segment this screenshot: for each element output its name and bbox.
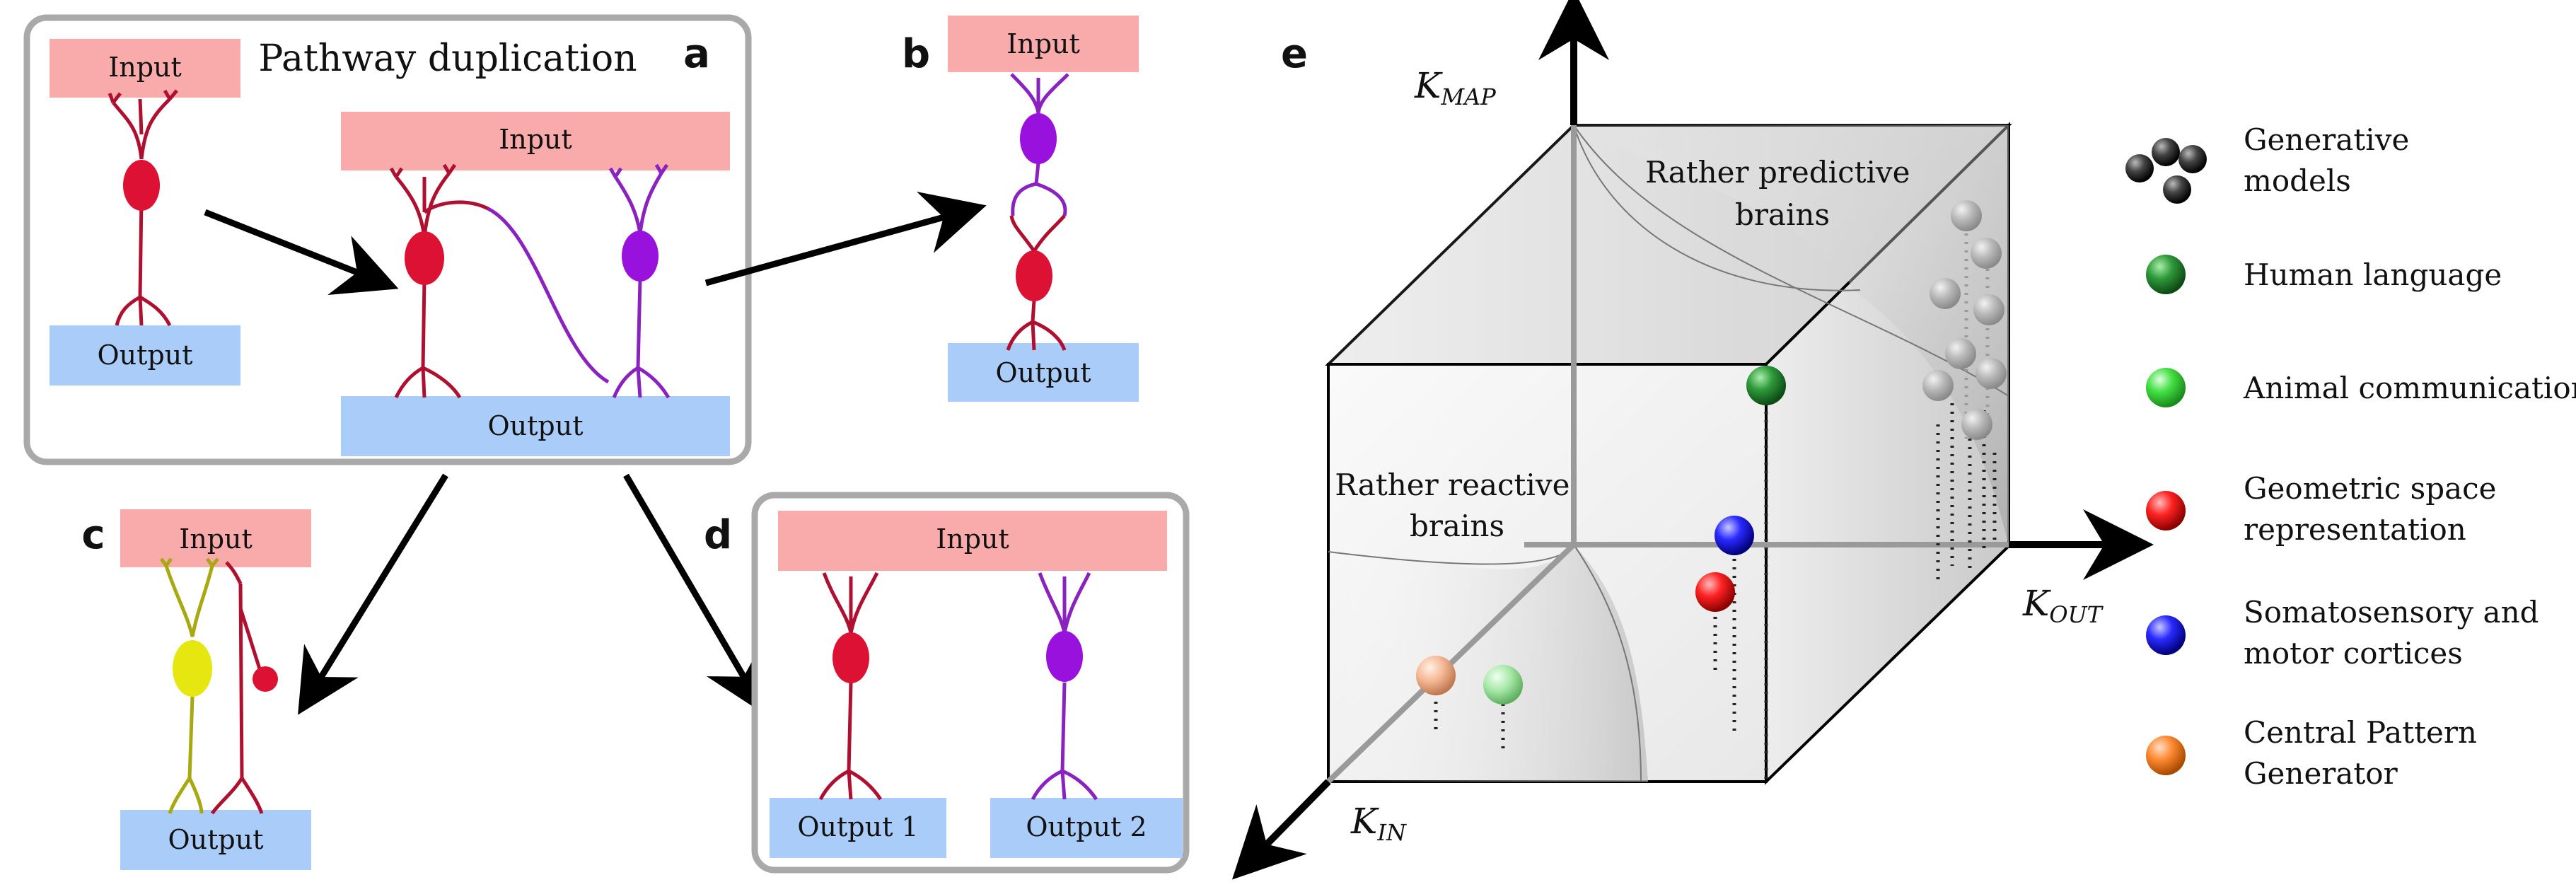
input-label: Input (179, 523, 253, 555)
neuron-purple-icon (1031, 572, 1098, 801)
axis-map-label: KMAP (1414, 65, 1496, 110)
neuron-red-icon (389, 163, 489, 399)
neuron-red-icon (123, 160, 160, 211)
neuron-red-icon (253, 666, 278, 692)
animal-communication-sphere (1483, 665, 1523, 705)
input-box (948, 16, 1139, 72)
panel-d: d Input Output 1 Output 2 (704, 492, 1190, 874)
predictive-region (1574, 125, 2009, 546)
panel-d-letter: d (704, 512, 732, 558)
reactive-region (1328, 545, 1648, 782)
panel-a: Pathway duplication a Input Output Input… (23, 14, 752, 465)
output-box (120, 810, 311, 870)
axis-in-arrow-icon (1231, 779, 1331, 880)
legend-item-somatosensory: Somatosensory and motor cortices (2146, 595, 2548, 671)
axis-in-label: KIN (1350, 801, 1407, 846)
input-label: Input (108, 52, 182, 83)
legend: Generative models Human language Animal … (2125, 122, 2576, 791)
neuron-red-icon (1016, 250, 1052, 301)
neuron-red-icon (405, 231, 444, 285)
output-box (990, 798, 1183, 858)
legend-label: Animal communication (2243, 371, 2576, 405)
sphere-cluster-icon (2163, 175, 2191, 204)
panel-e: e KMAP KOUT KIN Rather predictive brains… (1231, 0, 2154, 880)
central-pattern-sphere (1416, 656, 1456, 695)
input-box (341, 112, 730, 170)
neuron-purple-icon (1020, 113, 1057, 164)
input-box (120, 509, 311, 567)
sphere-icon (2146, 368, 2186, 407)
legend-item-generative: Generative models (2125, 122, 2419, 204)
panel-c-letter: c (81, 512, 105, 558)
input-label: Input (936, 523, 1009, 555)
panel-b-letter: b (902, 31, 930, 77)
output-label: Output (996, 357, 1091, 388)
panel-b: b Input Output (902, 16, 1139, 402)
neuron-purple-icon (487, 163, 671, 399)
sphere-cluster-icon (2152, 138, 2180, 166)
contour-line (1573, 544, 1642, 782)
sphere-cluster-icon (2125, 154, 2154, 182)
input-box (778, 511, 1167, 571)
panel-d-frame (751, 492, 1190, 874)
arrow-icon (204, 209, 399, 295)
arrow-icon (704, 192, 987, 286)
legend-item-animal-communication: Animal communication (2146, 368, 2576, 407)
drop-lines (1434, 403, 1997, 782)
input-label: Input (1006, 28, 1080, 59)
generative-spheres (1922, 200, 2007, 440)
neuron-red-icon (818, 572, 883, 801)
axis-out-label: KOUT (2022, 583, 2104, 628)
output-label: Output (98, 340, 193, 371)
neuron-red-icon (108, 89, 178, 327)
sphere-cluster-icon (2178, 145, 2207, 173)
reactive-label: Rather reactive brains (1335, 468, 1579, 543)
contour-line (1573, 124, 1861, 291)
panel-e-letter: e (1281, 31, 1308, 77)
neuron-red-icon (210, 561, 264, 815)
output-box (770, 798, 946, 858)
neuron-purple-icon (1046, 631, 1083, 682)
output-label: Output (488, 410, 584, 441)
output-box (948, 343, 1139, 402)
geometric-space-sphere (1695, 572, 1735, 612)
legend-label: Generative models (2244, 122, 2419, 198)
legend-item-human-language: Human language (2146, 255, 2502, 294)
legend-item-central-pattern: Central Pattern Generator (2146, 715, 2486, 791)
sphere-icon (2146, 615, 2186, 655)
legend-label: Central Pattern Generator (2244, 715, 2486, 791)
somatosensory-sphere (1715, 516, 1754, 555)
neuron-purple-icon (622, 231, 658, 282)
output-box (341, 396, 730, 456)
neuron-yellow-icon (173, 640, 212, 697)
output-label: Output 1 (797, 811, 918, 842)
neuron-purple-icon (1010, 73, 1069, 216)
sphere-icon (2146, 491, 2186, 531)
input-label: Input (499, 124, 572, 155)
output-label: Output (168, 824, 264, 855)
legend-label: Somatosensory and motor cortices (2244, 595, 2548, 671)
predictive-label: Rather predictive brains (1645, 155, 1920, 232)
neuron-red-icon (832, 632, 869, 683)
panel-a-letter: a (683, 31, 710, 77)
human-language-sphere (1746, 366, 1786, 405)
sphere-icon (2146, 255, 2186, 294)
contour-line (1573, 124, 2009, 397)
panel-a-title: Pathway duplication (258, 37, 637, 80)
arrow-icon (298, 473, 448, 715)
output-box (50, 325, 240, 385)
output-label: Output 2 (1026, 811, 1147, 842)
sphere-icon (2146, 736, 2186, 775)
legend-label: Human language (2244, 257, 2502, 292)
neuron-yellow-icon (159, 557, 219, 814)
input-box (50, 39, 240, 98)
arrow-icon (623, 473, 767, 716)
neuron-red-icon (1006, 214, 1067, 351)
legend-label: Geometric space representation (2244, 471, 2506, 547)
panel-c: c Input Output (81, 509, 311, 870)
legend-item-geometric-space: Geometric space representation (2146, 471, 2506, 547)
